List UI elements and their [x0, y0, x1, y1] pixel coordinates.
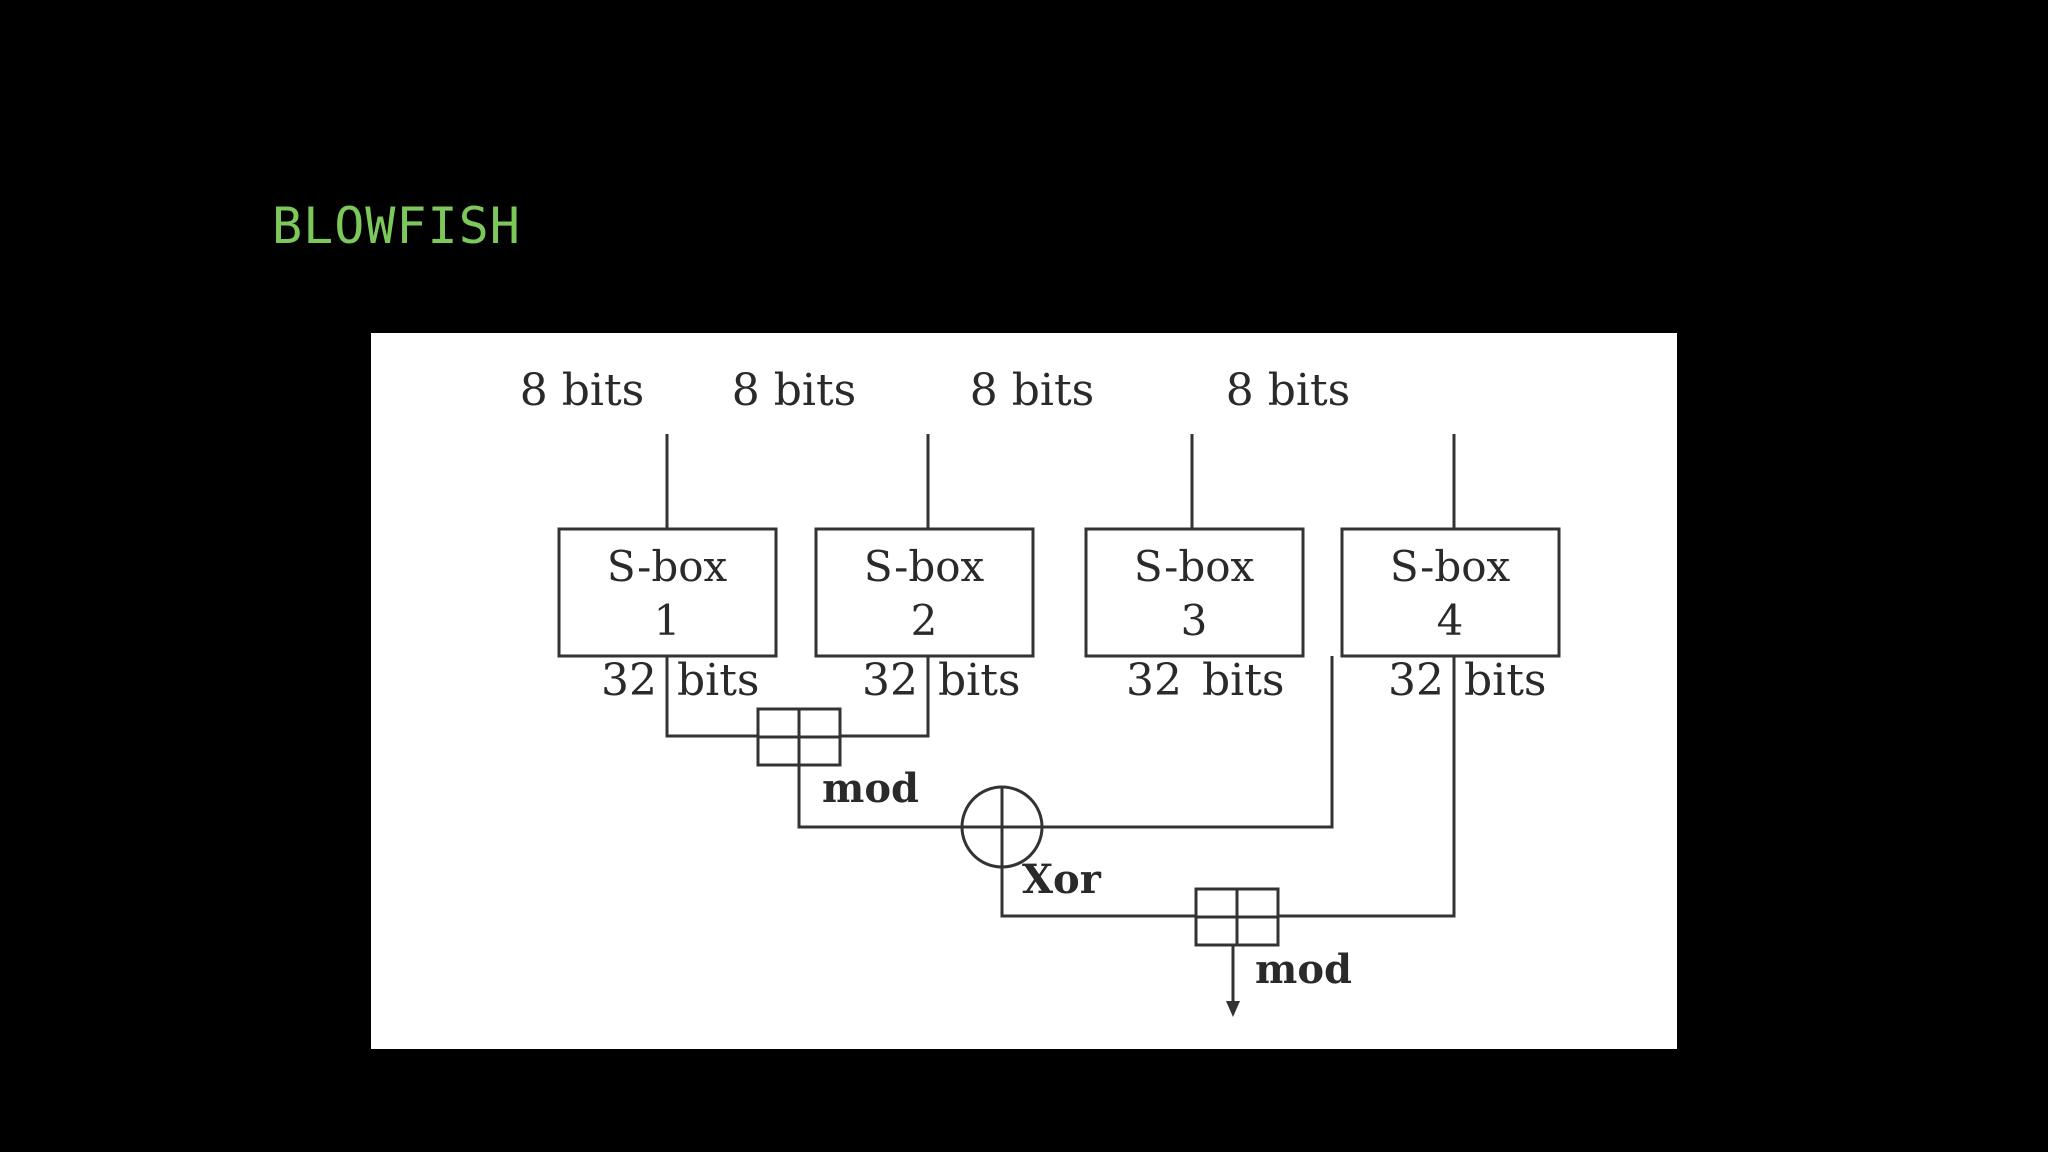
output-arrow-icon [1226, 1001, 1240, 1017]
sbox-2-output-wire [840, 656, 930, 738]
mod-label-2: mod [1255, 946, 1352, 993]
sbox-4-name: S-box [1390, 542, 1511, 591]
sbox-1-name: S-box [607, 542, 728, 591]
input-label-2: 8 bits [732, 365, 856, 416]
sbox-2-output-unit: bits [938, 655, 1021, 706]
sbox-2-name: S-box [864, 542, 985, 591]
mod-label-1: mod [822, 765, 919, 812]
sbox-4 [1340, 527, 1561, 658]
sbox-4-output-wire [1278, 656, 1456, 918]
sbox-4-number: 4 [1437, 596, 1464, 645]
mod-adder-1-icon [756, 707, 842, 767]
input-label-4: 8 bits [1226, 365, 1350, 416]
sbox-2 [814, 527, 1035, 658]
sbox-1-output-num: 32 [601, 655, 657, 706]
xor-output-wire [1000, 867, 1196, 918]
sbox-4-output-unit: bits [1464, 655, 1547, 706]
sbox-1-output-unit: bits [677, 655, 760, 706]
xor-label: Xor [1022, 856, 1102, 903]
input-label-1: 8 bits [520, 365, 644, 416]
sbox-1-number: 1 [654, 596, 681, 645]
sbox-4-output-num: 32 [1388, 655, 1444, 706]
sbox-1 [557, 527, 778, 658]
blowfish-f-function-diagram: 8 bits 8 bits 8 bits 8 bits S-box 1 S-bo… [371, 333, 1677, 1049]
sbox-3-output-unit: bits [1202, 655, 1285, 706]
xor-icon [960, 785, 1044, 869]
sbox-3-name: S-box [1134, 542, 1255, 591]
xor-input-wires [797, 656, 1334, 829]
sbox-2-number: 2 [911, 596, 938, 645]
sbox-3-output-num: 32 [1126, 655, 1182, 706]
sbox-3 [1084, 527, 1305, 658]
diagram-canvas: 8 bits 8 bits 8 bits 8 bits S-box 1 S-bo… [520, 365, 1561, 1017]
input-label-3: 8 bits [970, 365, 1094, 416]
slide-title: BLOWFISH [272, 197, 521, 255]
sbox-3-number: 3 [1181, 596, 1208, 645]
mod-adder-2-icon [1194, 887, 1280, 947]
sbox-2-output-num: 32 [862, 655, 918, 706]
sbox-1-output-wire [665, 656, 758, 738]
